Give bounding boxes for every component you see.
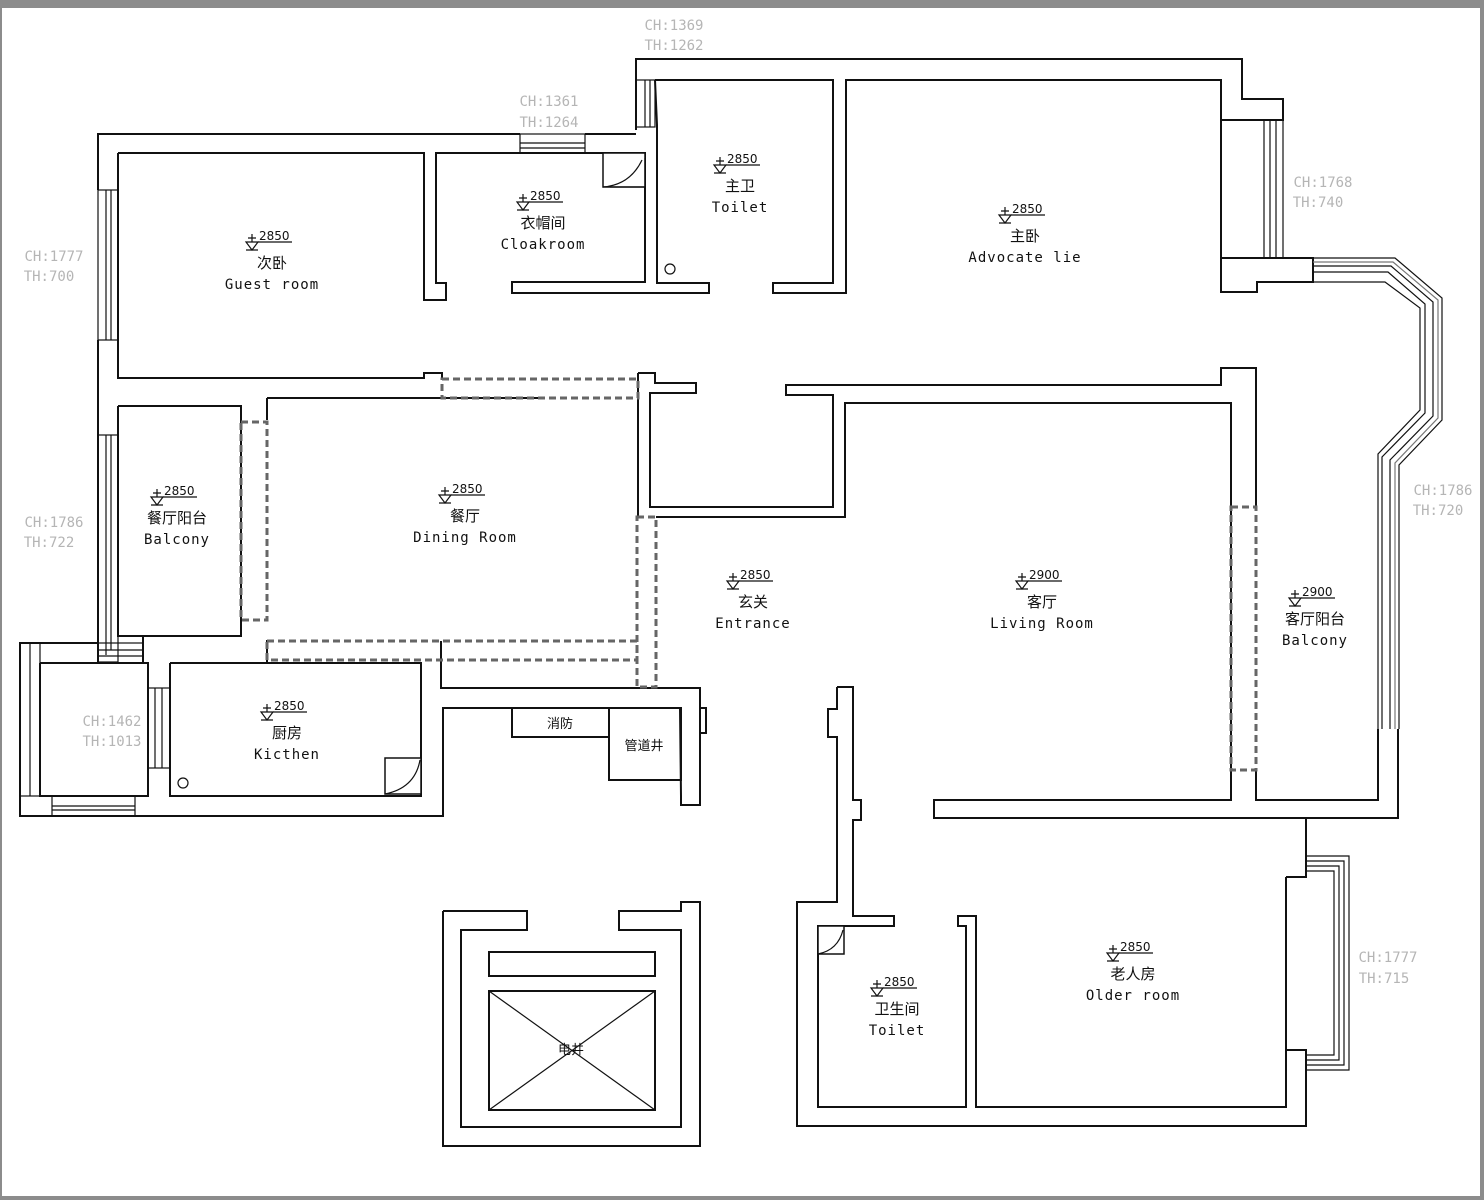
room-level: 2850 xyxy=(727,152,758,166)
windows xyxy=(19,79,1443,1071)
room-name-en: Balcony xyxy=(144,532,210,548)
level-marker-icon xyxy=(1105,945,1121,962)
level-marker-icon xyxy=(997,207,1013,224)
utility-elevator-shaft: 电井 xyxy=(558,1043,584,1058)
room-label-guest: 2850 次卧 Guest room xyxy=(225,229,319,293)
level-marker-icon xyxy=(244,234,260,251)
room-name-en: Balcony xyxy=(1282,633,1348,649)
room-name-en: Living Room xyxy=(990,616,1094,632)
dim-left-b-ch: CH:1786 xyxy=(24,515,83,531)
room-name-cn: 卫生间 xyxy=(874,1000,919,1018)
room-name-en: Entrance xyxy=(715,616,790,632)
room-label-master: 2850 主卧 Advocate lie xyxy=(968,202,1081,266)
room-level: 2900 xyxy=(1302,585,1333,599)
dim-top-a-th: TH:1262 xyxy=(644,38,703,54)
room-label-living: 2900 客厅 Living Room xyxy=(990,568,1094,632)
drawing-paper xyxy=(2,8,1480,1196)
room-label-dining: 2850 餐厅 Dining Room xyxy=(413,482,517,546)
room-level: 2850 xyxy=(530,189,561,203)
dim-right-a-th: TH:740 xyxy=(1293,195,1344,211)
room-name-cn: 主卫 xyxy=(725,177,755,195)
level-marker-icon xyxy=(1014,573,1030,590)
level-marker-icon xyxy=(869,980,885,997)
room-name-en: Dining Room xyxy=(413,530,517,546)
dimension-notes: CH:1369 TH:1262 CH:1361 TH:1264 CH:1768 … xyxy=(24,18,1473,987)
room-level: 2900 xyxy=(1029,568,1060,582)
level-marker-icon xyxy=(259,704,275,721)
level-marker-icon xyxy=(149,489,165,506)
room-label-cloak: 2850 衣帽间 Cloakroom xyxy=(501,189,586,253)
kitchen-cabinet-icon xyxy=(384,757,422,795)
room-level: 2850 xyxy=(740,568,771,582)
dim-right-b-ch: CH:1786 xyxy=(1413,483,1472,499)
room-name-en: Advocate lie xyxy=(968,250,1081,266)
room-name-en: Guest room xyxy=(225,277,319,293)
room-name-en: Older room xyxy=(1086,988,1180,1004)
level-marker-icon xyxy=(437,487,453,504)
room-name-cn: 主卧 xyxy=(1010,227,1040,245)
fixtures xyxy=(177,152,845,955)
room-name-cn: 餐厅阳台 xyxy=(147,509,207,527)
room-name-cn: 次卧 xyxy=(257,254,287,272)
utility-pipe-shaft: 管道井 xyxy=(624,739,663,754)
dim-left-a-th: TH:700 xyxy=(24,269,75,285)
dim-top-b-ch: CH:1361 xyxy=(519,94,578,110)
utility-fire: 消防 xyxy=(547,716,573,732)
dim-right-a-ch: CH:1768 xyxy=(1293,175,1352,191)
room-label-dining-balcony: 2850 餐厅阳台 Balcony xyxy=(144,484,210,548)
drain-icon xyxy=(664,263,676,275)
room-label-kitchen: 2850 厨房 Kicthen xyxy=(254,699,320,763)
room-name-en: Toilet xyxy=(869,1023,926,1039)
dim-right-c-th: TH:715 xyxy=(1359,971,1410,987)
dim-top-a-ch: CH:1369 xyxy=(644,18,703,34)
level-marker-icon xyxy=(712,157,728,174)
room-name-en: Kicthen xyxy=(254,747,320,763)
toilet-cabinet-icon xyxy=(817,925,845,955)
level-marker-icon xyxy=(1287,590,1303,607)
room-level: 2850 xyxy=(164,484,195,498)
room-level: 2850 xyxy=(452,482,483,496)
room-label-toilet2: 2850 卫生间 Toilet xyxy=(869,975,926,1039)
dim-right-c-ch: CH:1777 xyxy=(1358,950,1417,966)
room-level: 2850 xyxy=(259,229,290,243)
dim-right-b-th: TH:720 xyxy=(1413,503,1464,519)
room-name-en: Toilet xyxy=(712,200,769,216)
room-name-cn: 客厅阳台 xyxy=(1285,610,1345,628)
dim-left-c-ch: CH:1462 xyxy=(82,714,141,730)
level-marker-icon xyxy=(725,573,741,590)
room-level: 2850 xyxy=(884,975,915,989)
dim-left-a-ch: CH:1777 xyxy=(24,249,83,265)
room-label-entrance: 2850 玄关 Entrance xyxy=(715,568,790,632)
room-label-master-toilet: 2850 主卫 Toilet xyxy=(712,152,769,216)
dim-left-b-th: TH:722 xyxy=(24,535,75,551)
level-marker-icon xyxy=(515,194,531,211)
room-name-cn: 厨房 xyxy=(272,724,302,742)
room-name-cn: 玄关 xyxy=(738,593,768,611)
room-level: 2850 xyxy=(1120,940,1151,954)
room-label-older: 2850 老人房 Older room xyxy=(1086,940,1180,1004)
room-name-cn: 衣帽间 xyxy=(520,214,565,232)
room-level: 2850 xyxy=(274,699,305,713)
room-level: 2850 xyxy=(1012,202,1043,216)
room-name-cn: 老人房 xyxy=(1110,965,1155,983)
room-name-cn: 客厅 xyxy=(1027,593,1057,611)
drain-icon xyxy=(177,777,189,789)
room-labels: 2850 次卧 Guest room 2850 衣帽间 Cloakroom 2850 主卫 To… xyxy=(144,152,1348,1039)
dashed-partitions xyxy=(239,377,1258,772)
dim-top-b-th: TH:1264 xyxy=(519,115,578,131)
cloak-cabinet-icon xyxy=(602,152,646,188)
dim-left-c-th: TH:1013 xyxy=(82,734,141,750)
room-name-en: Cloakroom xyxy=(501,237,586,253)
room-name-cn: 餐厅 xyxy=(450,507,480,525)
room-label-living-balcony: 2900 客厅阳台 Balcony xyxy=(1282,585,1348,649)
